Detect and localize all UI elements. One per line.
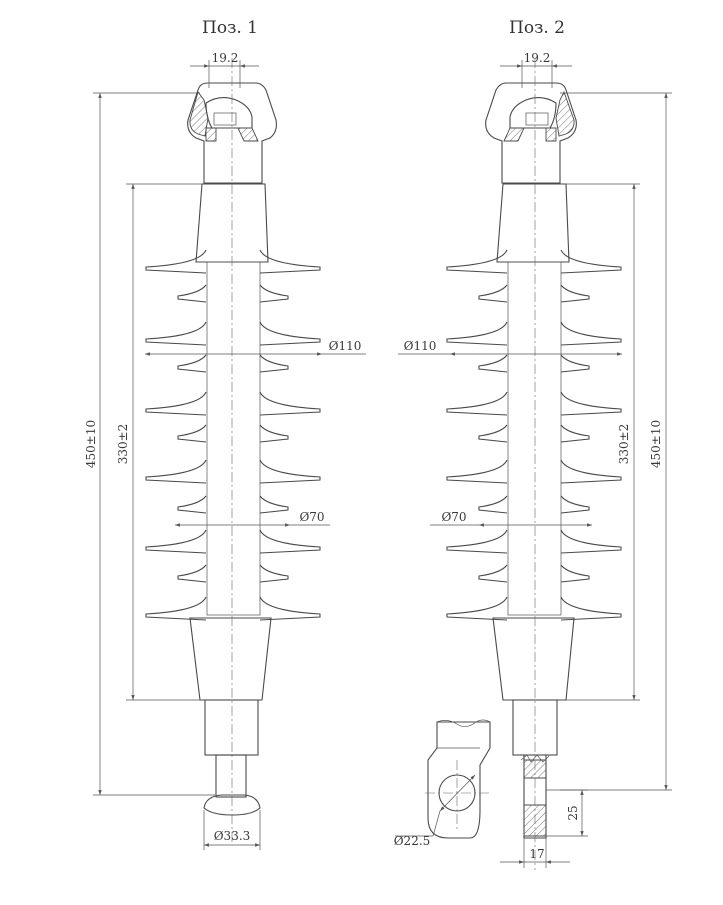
dim-hole-offset: 25 [546, 789, 588, 837]
dim-insulation-length: 330±2 [116, 183, 202, 701]
hole-offset-label: 25 [566, 805, 580, 820]
view-title: Поз. 2 [509, 18, 565, 38]
shed-small [177, 495, 289, 514]
shed-large [446, 459, 622, 484]
dim-shed-large: Ø110 [145, 339, 366, 356]
dim-shed-large: Ø110 [398, 339, 622, 356]
shed-small [478, 354, 590, 373]
shed-small-dia-label: Ø70 [299, 510, 324, 524]
dim-ball: Ø33.3 [203, 810, 261, 850]
sheds [446, 249, 622, 621]
insulation-length-label: 330±2 [617, 424, 631, 465]
dim-eye-width: 19.2 [190, 51, 259, 88]
shed-large [446, 321, 622, 346]
shed-small [177, 354, 289, 373]
eye-width-label: 19.2 [524, 51, 551, 65]
shed-large [145, 596, 321, 621]
insulation-length-label: 330±2 [116, 424, 130, 465]
dim-shed-small: Ø70 [430, 510, 592, 527]
eye-width-label: 19.2 [212, 51, 239, 65]
sheds [145, 249, 321, 621]
core-rod [206, 261, 261, 616]
shed-small [478, 424, 590, 443]
dim-eye-width: 19.2 [500, 51, 572, 88]
eye-fitting [485, 82, 577, 184]
eye-fitting [187, 82, 277, 184]
shed-large [446, 249, 622, 274]
view-pos-2: Поз. 2 19.2 [394, 18, 672, 870]
shed-small-dia-label: Ø70 [441, 510, 466, 524]
ball-fitting [203, 699, 261, 816]
core-rod [507, 261, 562, 616]
shed-large [145, 459, 321, 484]
upper-cone [496, 183, 570, 263]
shed-large [446, 529, 622, 554]
dim-overall-length: 450±10 [560, 92, 672, 791]
upper-cone [195, 183, 269, 263]
shed-small [177, 424, 289, 443]
overall-length-label: 450±10 [84, 420, 98, 468]
ball-dia-label: Ø33.3 [214, 829, 251, 843]
shed-large [145, 249, 321, 274]
shed-small [478, 564, 590, 583]
lower-cone [492, 617, 575, 701]
shed-small [177, 284, 289, 303]
overall-length-label: 450±10 [649, 420, 663, 468]
shed-large [446, 391, 622, 416]
lower-cone [189, 617, 272, 701]
shed-small [478, 495, 590, 514]
shed-large-dia-label: Ø110 [329, 339, 362, 353]
view-title: Поз. 1 [202, 18, 258, 38]
shed-small [478, 284, 590, 303]
view-pos-1: Поз. 1 [84, 18, 366, 850]
tongue-width-label: 17 [529, 847, 544, 861]
tongue-detail: Ø22.5 [394, 719, 491, 848]
shed-large [145, 321, 321, 346]
dim-tongue-width: 17 [500, 838, 570, 868]
shed-small [177, 564, 289, 583]
hole-dia-label: Ø22.5 [394, 834, 431, 848]
shed-large [145, 529, 321, 554]
shed-large-dia-label: Ø110 [404, 339, 437, 353]
dim-shed-small: Ø70 [175, 510, 330, 527]
dim-insulation-length: 330±2 [566, 183, 640, 701]
dim-overall-length: 450±10 [84, 92, 215, 796]
shed-large [446, 596, 622, 621]
shed-large [145, 391, 321, 416]
